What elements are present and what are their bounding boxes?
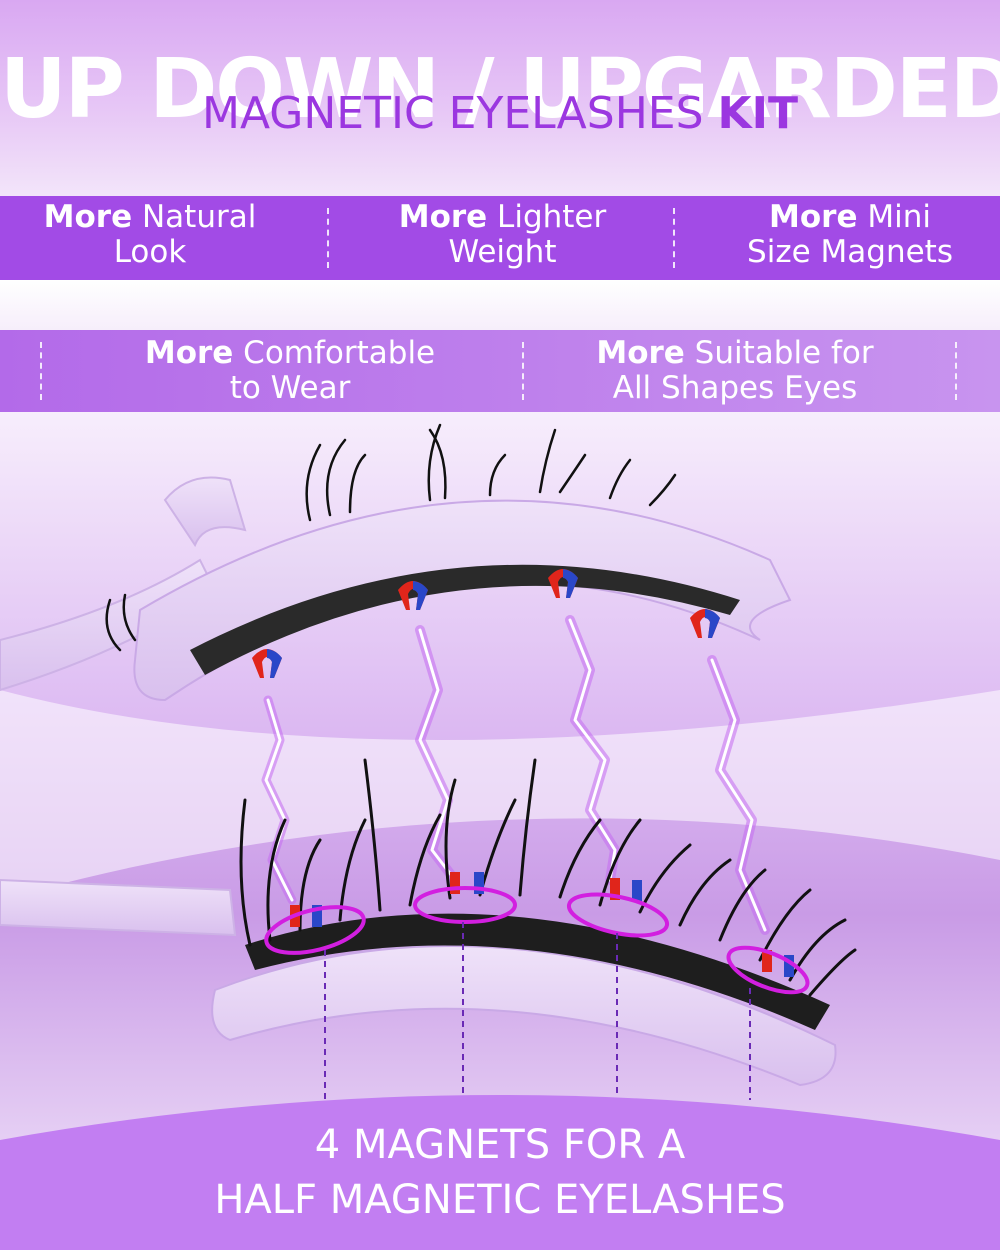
feature-lighter-weight: More Lighter Weight xyxy=(330,200,675,270)
feature-strong: More xyxy=(43,199,133,235)
upper-magnets xyxy=(252,569,720,678)
lightning-bolt-icon xyxy=(707,655,770,935)
magnet-icon xyxy=(474,872,484,894)
feature-strong: More xyxy=(596,335,685,371)
feature-text: Comfortable xyxy=(233,335,436,371)
magnet-icon xyxy=(450,872,460,894)
footer-banner: 4 MAGNETS FOR A HALF MAGNETIC EYELASHES xyxy=(0,1085,1000,1250)
feature-text: Look xyxy=(113,234,187,270)
magnet-highlights xyxy=(264,886,810,995)
magnet-icon xyxy=(610,878,620,900)
magnet-icon xyxy=(548,569,578,598)
upper-lash-band xyxy=(190,564,740,675)
dashed-divider xyxy=(522,342,524,400)
magnet-icon xyxy=(784,955,794,977)
lightning-bolts xyxy=(261,615,770,935)
dashed-divider xyxy=(327,208,329,268)
spacer-background xyxy=(0,280,1000,330)
feature-band-1 xyxy=(0,196,1000,280)
feature-text: to Wear xyxy=(229,370,351,406)
feature-text: Weight xyxy=(448,234,557,270)
footer-line-2: HALF MAGNETIC EYELASHES xyxy=(214,1177,786,1223)
feature-mini-magnets: More Mini Size Magnets xyxy=(700,200,1000,270)
dashed-divider xyxy=(40,342,42,400)
lower-applicator xyxy=(0,878,837,1087)
dashed-divider xyxy=(955,342,957,400)
magnet-icon xyxy=(690,609,720,638)
magnet-icon xyxy=(762,950,772,972)
feature-strong: More xyxy=(769,199,858,235)
lightning-bolt-icon xyxy=(565,615,620,885)
feature-comfortable: More Comfortable to Wear xyxy=(80,336,500,406)
guide-lines xyxy=(324,922,751,1100)
feature-natural-look: More Natural Look xyxy=(0,200,300,270)
highlight-ellipse xyxy=(413,886,517,924)
feature-all-shapes: More Suitable for All Shapes Eyes xyxy=(540,336,930,406)
magnet-icon xyxy=(398,581,428,610)
subtitle-strong: KIT xyxy=(717,88,798,139)
upper-applicator xyxy=(0,476,792,702)
footer-shape xyxy=(0,1095,1000,1250)
highlight-ellipse xyxy=(264,905,366,955)
feature-text: Size Magnets xyxy=(747,234,953,270)
highlight-ellipse xyxy=(566,892,670,938)
feature-strong: More xyxy=(398,199,488,235)
feature-text: Mini xyxy=(857,199,931,235)
upper-lashes xyxy=(105,423,677,652)
feature-text: Natural xyxy=(132,199,257,235)
footer-line-1: 4 MAGNETS FOR A xyxy=(314,1122,686,1168)
lightning-bolt-icon xyxy=(261,695,297,905)
lower-lash-band xyxy=(245,913,830,1030)
headline: UP DOWN / UPGARDED xyxy=(0,42,1000,137)
subtitle-main: MAGNETIC EYELASHES xyxy=(202,88,718,139)
feature-text: Lighter xyxy=(487,199,607,235)
header-background xyxy=(0,0,1000,200)
magnet-icon xyxy=(632,880,642,902)
feature-text: Suitable for xyxy=(684,335,874,371)
product-illustration xyxy=(0,423,1000,1100)
feature-text: All Shapes Eyes xyxy=(612,370,858,406)
background-swoosh xyxy=(0,690,1000,900)
magnet-icon xyxy=(312,905,322,927)
lightning-bolt-icon xyxy=(415,625,460,885)
feature-band-2 xyxy=(0,330,1000,412)
feature-strong: More xyxy=(144,335,234,371)
magnet-icon xyxy=(252,649,282,678)
highlight-ellipse xyxy=(726,945,810,995)
dashed-divider xyxy=(673,208,675,268)
subtitle: MAGNETIC EYELASHES KIT xyxy=(0,88,1000,139)
